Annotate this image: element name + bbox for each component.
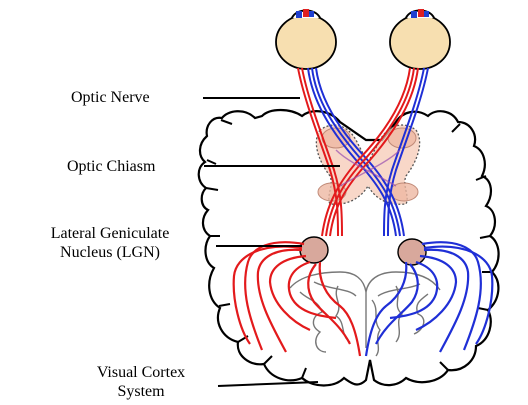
visual-cortex-label: Visual Cortex System [76, 363, 206, 401]
right-eye [390, 9, 450, 69]
optic-nerve-label: Optic Nerve [71, 88, 150, 107]
left-lgn [300, 237, 328, 263]
right-lgn [398, 239, 426, 265]
lgn-label-line2: Nucleus (LGN) [10, 243, 210, 262]
lgn-label: Lateral Geniculate Nucleus (LGN) [10, 224, 210, 262]
visual-cortex-label-line1: Visual Cortex [76, 363, 206, 382]
left-eye [276, 9, 336, 69]
lgn-label-line1: Lateral Geniculate [10, 224, 210, 243]
visual-cortex-label-line2: System [76, 382, 206, 401]
optic-chiasm-label: Optic Chiasm [67, 157, 155, 176]
visual-cortex-leader [218, 382, 318, 386]
